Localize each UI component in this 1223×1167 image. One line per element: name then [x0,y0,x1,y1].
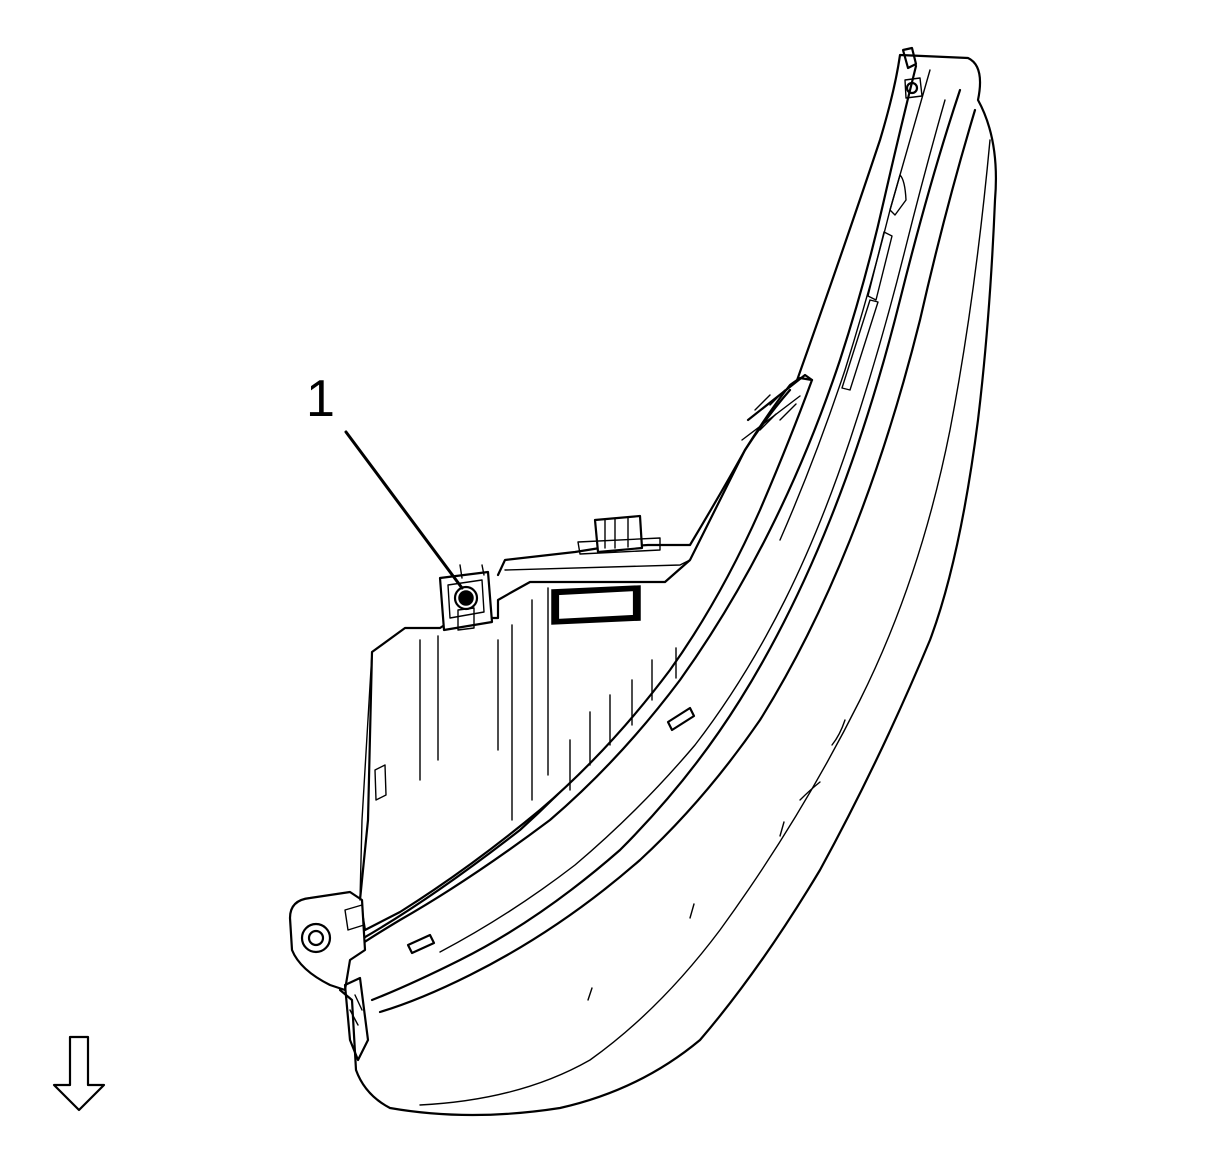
callout-number-1: 1 [306,370,335,428]
headlamp-lens [338,46,998,1117]
callout-1: 1 [306,370,464,590]
headlamp-housing [288,373,814,1062]
down-arrow-icon [52,1035,106,1112]
callout-leader-line [344,430,464,590]
